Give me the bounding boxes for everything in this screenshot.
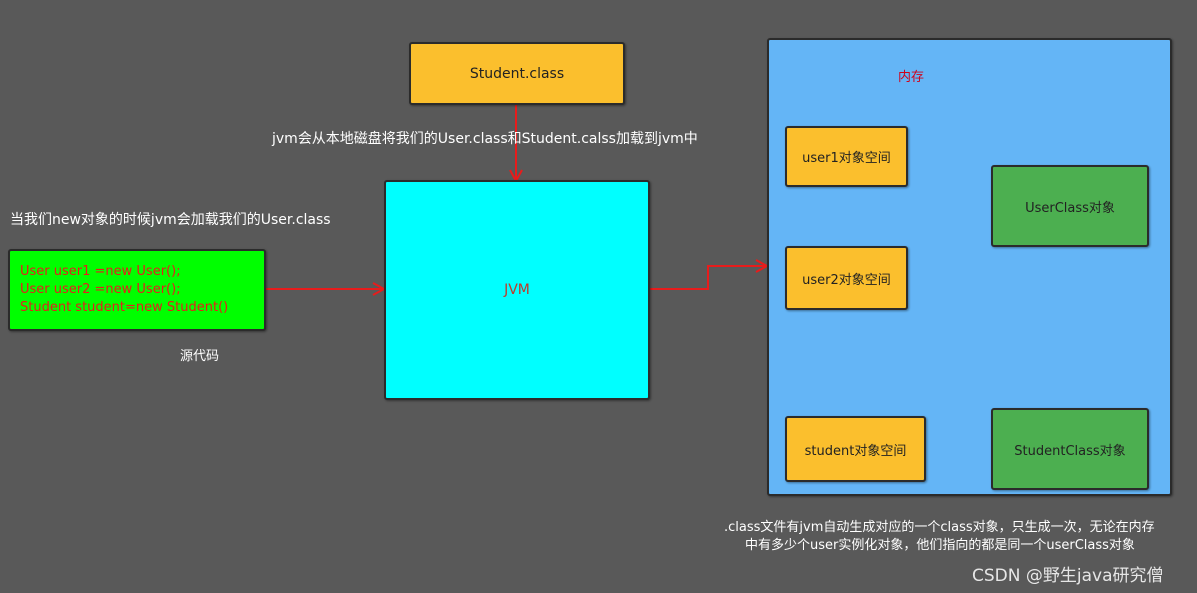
student-object-space-label: student对象空间 xyxy=(804,443,907,459)
new-loads-annotation: 当我们new对象的时候jvm会加载我们的User.class xyxy=(10,212,331,228)
class-object-note-line-1: .class文件有jvm自动生成对应的一个class对象，只生成一次，无论在内存 xyxy=(724,520,1155,535)
source-code-caption: 源代码 xyxy=(180,349,220,364)
load-from-disk-annotation: jvm会从本地磁盘将我们的User.class和Student.calss加载到… xyxy=(272,131,698,147)
code-line: User user1 =new User(); xyxy=(20,264,181,279)
source-code-text: User user1 =new User(); User user2 =new … xyxy=(20,263,228,317)
arrow-jvm-to-memory xyxy=(650,266,766,290)
user2-object-space: user2对象空间 xyxy=(785,246,908,310)
class-object-note-line-2: 中有多少个user实例化对象，他们指向的都是同一个userClass对象 xyxy=(745,538,1135,553)
code-line: Student student=new Student() xyxy=(20,300,229,315)
memory-title: 内存 xyxy=(898,70,925,85)
student-class-object-label: StudentClass对象 xyxy=(1014,443,1126,459)
jvm-box: JVM xyxy=(384,180,650,400)
student-class-file-label: Student.class xyxy=(469,65,565,82)
user1-object-space-label: user1对象空间 xyxy=(802,151,891,166)
code-line: User user2 =new User(); xyxy=(20,282,181,297)
user1-object-space: user1对象空间 xyxy=(785,126,908,187)
user2-object-space-label: user2对象空间 xyxy=(802,272,891,288)
student-class-file: Student.class xyxy=(409,42,625,105)
source-code-box: User user1 =new User(); User user2 =new … xyxy=(8,249,266,331)
user-class-object-label: UserClass对象 xyxy=(1025,200,1115,216)
jvm-label: JVM xyxy=(504,282,530,298)
user-class-object: UserClass对象 xyxy=(991,165,1149,247)
student-object-space: student对象空间 xyxy=(785,416,926,482)
watermark: CSDN @野生java研究僧 xyxy=(972,566,1164,586)
student-class-object: StudentClass对象 xyxy=(991,408,1149,490)
